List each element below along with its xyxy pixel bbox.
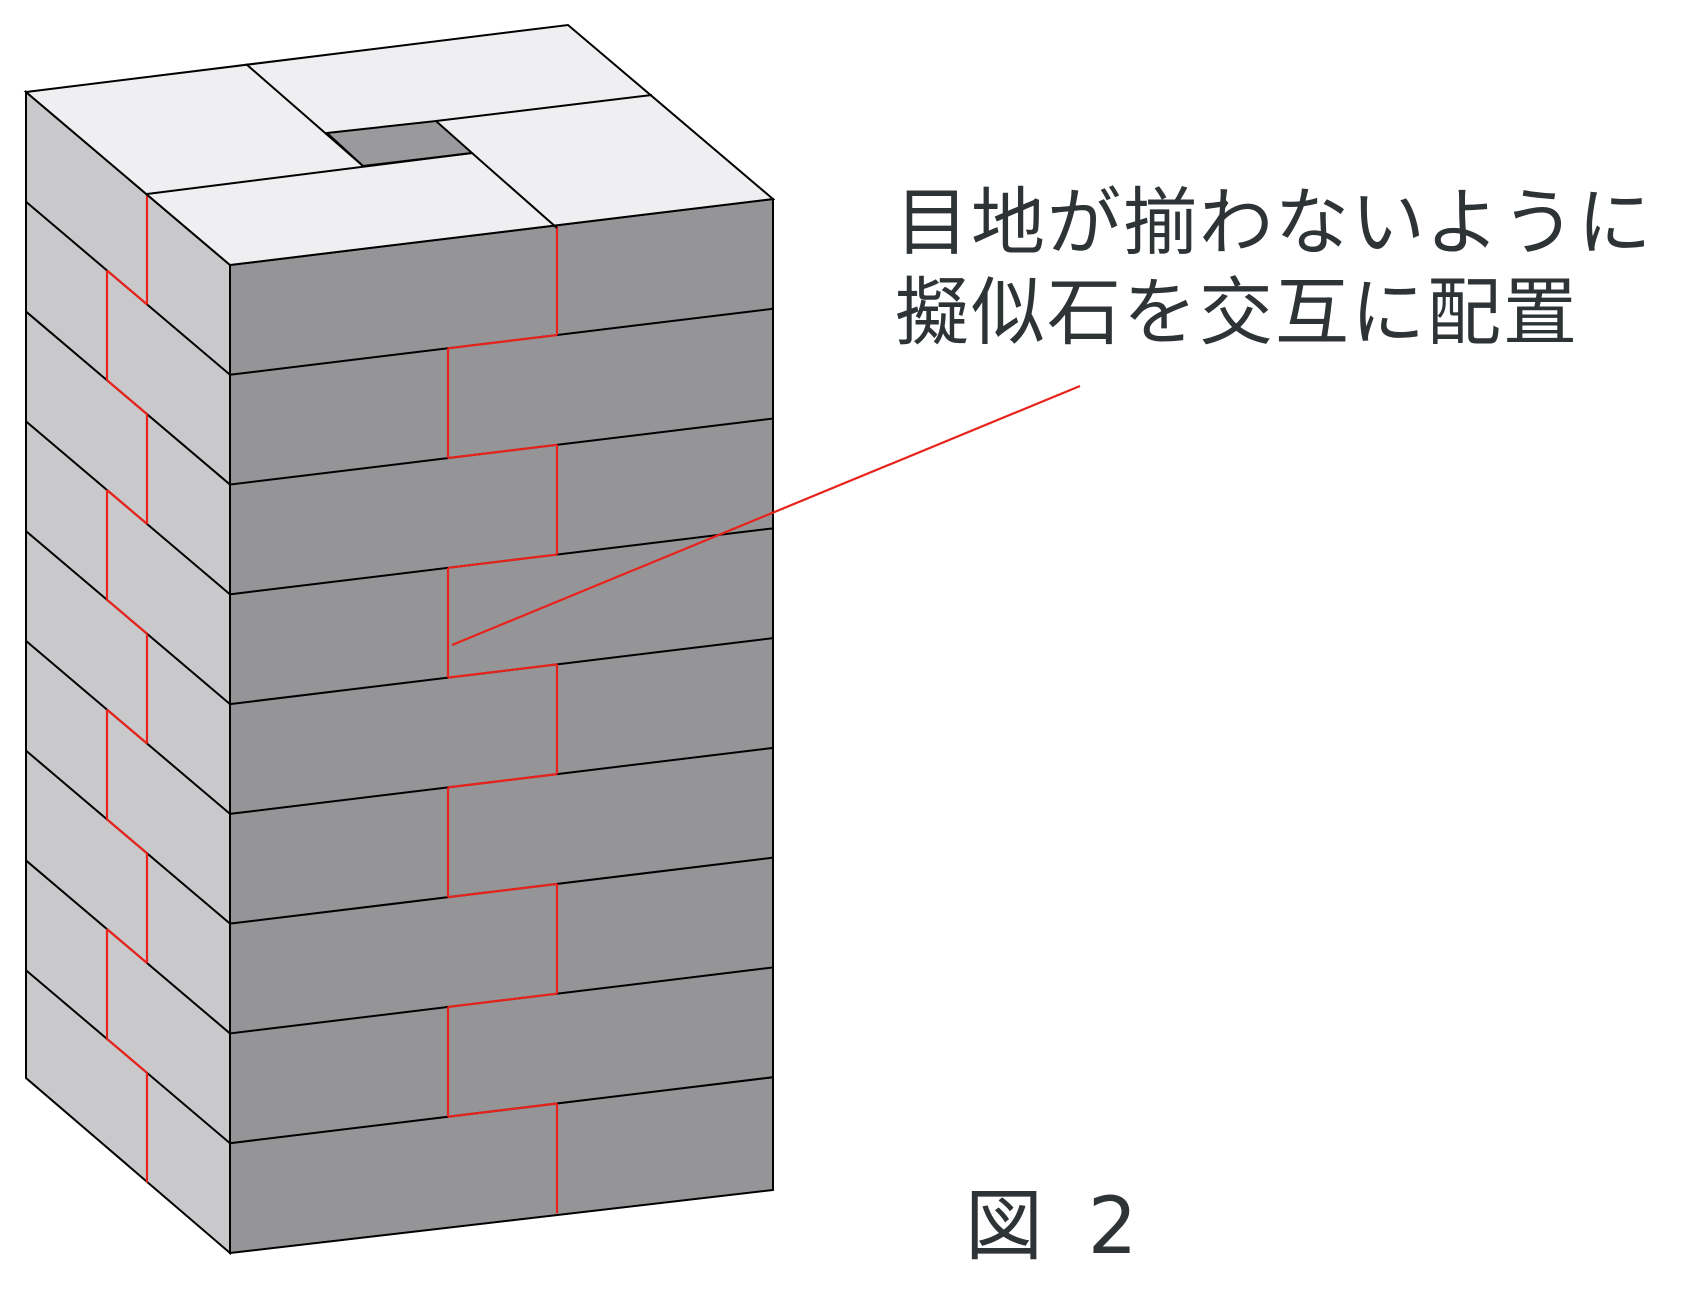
front-joint-link: [447, 992, 558, 1009]
annotation-text-line2: 擬似石を交互に配置: [895, 270, 1579, 356]
side-joint-link: [106, 708, 148, 745]
side-joint-link: [106, 1038, 148, 1074]
front-joint-link: [447, 553, 558, 569]
front-face: [229, 197, 774, 1255]
front-joint-link: [447, 663, 558, 679]
side-joint-link: [106, 489, 148, 525]
top-block-edge: [146, 151, 558, 229]
front-joint-link: [447, 443, 558, 460]
side-joint-link: [106, 379, 148, 416]
figure-caption: 図 2: [965, 1182, 1148, 1272]
front-joint-link: [447, 882, 558, 899]
front-joint-link: [447, 333, 558, 350]
side-joint-link: [106, 928, 148, 964]
front-joint-link: [447, 1102, 558, 1118]
pillar-faces: [25, 89, 774, 1256]
front-joint-link: [447, 773, 558, 789]
leader-line: [451, 384, 1081, 647]
top-block-edge: [435, 94, 653, 122]
top-face: [23, 23, 776, 267]
annotation-leader: [451, 384, 1081, 647]
annotation-text-line1: 目地が揃わないように: [895, 180, 1654, 266]
top-block-edge: [245, 63, 364, 167]
side-joint-link: [106, 269, 148, 306]
side-joint-link: [106, 598, 148, 635]
staggered-joints: [105, 194, 559, 1214]
left-face: [25, 89, 231, 1256]
side-joint-link: [106, 818, 148, 855]
